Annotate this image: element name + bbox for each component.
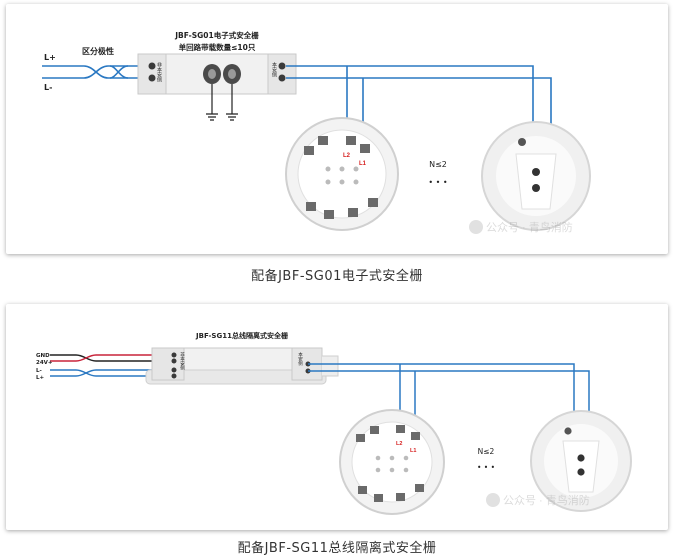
- watermark-wechat-icon: 公众号 · 青鸟消防: [469, 220, 573, 234]
- terminal-label-lminus: L-: [36, 368, 42, 374]
- smoke-detector-icon: [530, 410, 632, 512]
- module-side-left: 非本安侧: [156, 61, 162, 83]
- detector-base-icon: [339, 409, 445, 515]
- module-title-sg11: JBF-SG11总线隔离式安全栅: [195, 331, 288, 340]
- caption-sg11: 配备JBF-SG11总线隔离式安全栅: [237, 541, 437, 556]
- terminal-label-24v: 24V+: [36, 360, 53, 366]
- caption-sg01: 配备JBF-SG01电子式安全栅: [251, 269, 423, 284]
- diagram-panel-sg11: GND 24V+ L- L+ 非本安侧 本安侧 JBF-SG11总线隔离式安全栅: [6, 304, 668, 530]
- module-side-right: 本安侧: [271, 61, 277, 78]
- barrier-module-sg01: 非本安侧 本安侧: [137, 53, 297, 95]
- barrier-module-sg11: 非本安侧 本安侧: [145, 347, 339, 385]
- polarity-label: 区分极性: [82, 46, 114, 56]
- input-wires: [50, 354, 156, 377]
- terminal-label-lplus: L+: [36, 375, 45, 381]
- detector-base-icon: [285, 117, 399, 231]
- terminal-label-lplus: L+: [44, 53, 56, 62]
- ferrite-core-icon: [203, 64, 241, 84]
- smoke-detector-icon: [481, 121, 591, 231]
- terminal-label-gnd: GND: [36, 353, 50, 359]
- wiring-diagram-sg01: L+ L- 区分极性 非本安侧 本安侧 JBF-SG01电子式安全栅 单回路带载…: [42, 30, 591, 234]
- watermark-wechat-icon: 公众号 · 青鸟消防: [486, 493, 590, 507]
- wiring-diagram-sg11: GND 24V+ L- L+ 非本安侧 本安侧 JBF-SG11总线隔离式安全栅: [36, 331, 632, 515]
- input-wires: [42, 65, 138, 79]
- module-side-right: 本安侧: [298, 351, 303, 367]
- watermark-text: 公众号 · 青鸟消防: [503, 493, 590, 507]
- device-count-label: N≤2: [429, 160, 447, 169]
- diagram-panel-sg01: L+ L- 区分极性 非本安侧 本安侧 JBF-SG01电子式安全栅 单回路带载…: [6, 4, 668, 254]
- base-terminal-l1: L1: [359, 161, 367, 167]
- base-terminal-l1: L1: [410, 448, 416, 454]
- module-load-limit: 单回路带载数量≤10只: [179, 42, 256, 52]
- device-count-label: N≤2: [478, 447, 495, 456]
- terminal-label-lminus: L-: [44, 83, 52, 92]
- ground-symbol-icon: [206, 84, 238, 121]
- base-terminal-l2: L2: [343, 153, 351, 159]
- continuation-dots: • • •: [428, 178, 447, 187]
- continuation-dots: • • •: [477, 463, 495, 472]
- base-terminal-l2: L2: [396, 441, 402, 447]
- module-side-left: 非本安侧: [180, 351, 185, 372]
- watermark-text: 公众号 · 青鸟消防: [486, 220, 573, 234]
- module-title-sg01: JBF-SG01电子式安全栅: [174, 30, 259, 40]
